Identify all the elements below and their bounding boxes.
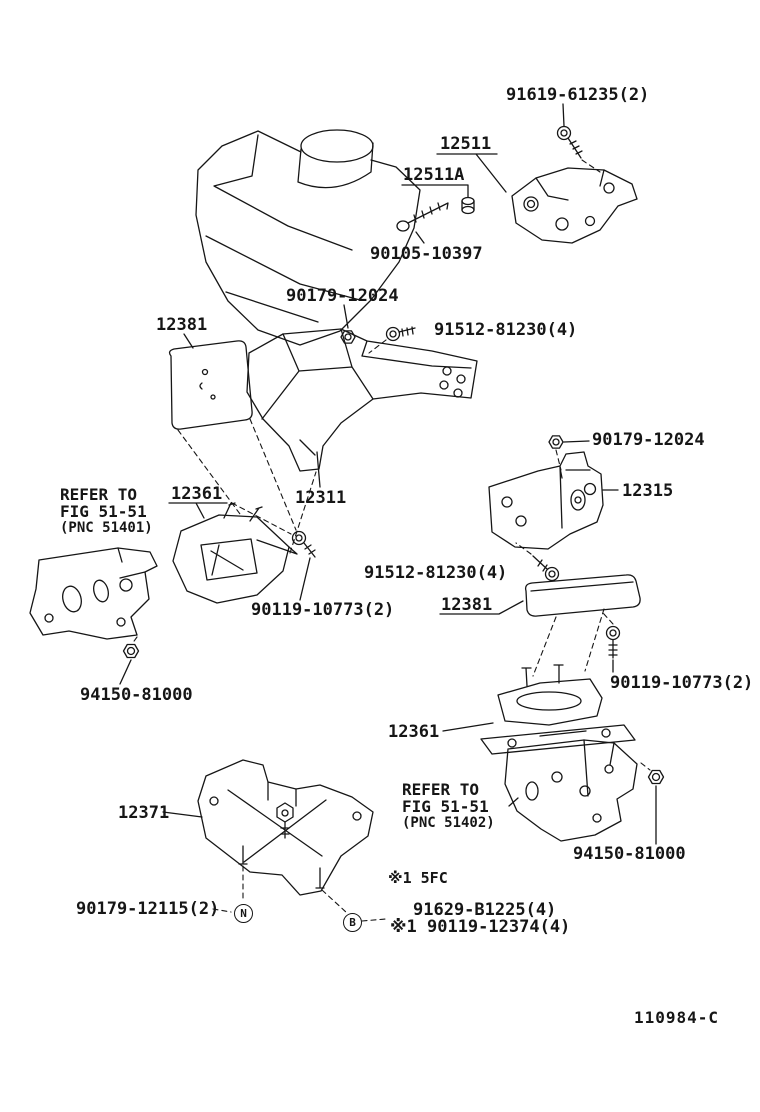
collar-12511a (461, 196, 475, 215)
label-90179-12024-right: 90179-12024 (592, 430, 705, 450)
bolt-90119-right-icon (605, 625, 621, 659)
marker-n-letter: N (240, 907, 247, 920)
plate-12381-lower (524, 574, 641, 617)
bolt-91512-top-icon (385, 326, 416, 342)
label-90119-12374: ※1 90119-12374(4) (390, 917, 571, 937)
refer-51402-line2: FIG 51-51 (402, 797, 489, 816)
refer-51401-line3: (PNC 51401) (60, 520, 153, 536)
label-12511a: 12511A (403, 165, 465, 185)
refer-51402-line1: REFER TO (402, 780, 480, 799)
nut-90179-right-icon (548, 435, 564, 449)
refer-note-51402: REFER TO FIG 51-51 (PNC 51402) (402, 781, 495, 832)
marker-b-circle: B (343, 913, 362, 932)
crossmember-12371 (197, 759, 374, 896)
refer-51401-line2: FIG 51-51 (60, 502, 147, 521)
bracket-12511 (511, 167, 638, 244)
marker-n-circle: N (234, 904, 253, 923)
label-90119-10773-left: 90119-10773(2) (251, 600, 395, 620)
bolt-90119-left-icon (291, 530, 316, 558)
solid-leader-lines (119, 103, 657, 845)
refer-51401-line1: REFER TO (60, 485, 138, 504)
label-12381-mid: 12381 (441, 595, 493, 615)
engine-block (195, 129, 421, 346)
drawing-code: 110984-C (634, 1008, 720, 1027)
label-91619-61235: 91619-61235(2) (506, 85, 650, 105)
label-94150-81000-right: 94150-81000 (573, 844, 686, 864)
bracket-fig51401 (29, 547, 158, 640)
label-12511: 12511 (440, 134, 492, 154)
label-94150-81000-left: 94150-81000 (80, 685, 193, 705)
plate-12381-upper (168, 340, 253, 430)
nut-94150-right-icon (647, 769, 665, 785)
bolt-91512-mid-icon (532, 555, 560, 582)
bolt-91619-icon (556, 125, 583, 159)
mount-base-plate (480, 724, 636, 755)
refer-note-51401: REFER TO FIG 51-51 (PNC 51401) (60, 486, 153, 537)
note-5fc: ※1 5FC (388, 869, 448, 887)
label-90179-12024-top: 90179-12024 (286, 286, 399, 306)
bracket-fig51402 (504, 739, 638, 842)
bracket-12311 (246, 328, 478, 472)
label-91629-b1225: 91629-B1225(4) (413, 900, 557, 920)
label-12361-bottom: 12361 (388, 722, 440, 742)
mount-12361-lower (497, 664, 603, 726)
label-12361-top: 12361 (171, 484, 223, 504)
label-12311: 12311 (295, 488, 347, 508)
dashed-leader-lines (131, 159, 651, 922)
label-91512-81230-top: 91512-81230(4) (434, 320, 578, 340)
label-91512-81230-mid: 91512-81230(4) (364, 563, 508, 583)
label-90119-10773-right: 90119-10773(2) (610, 673, 754, 693)
label-90179-12115: 90179-12115(2) (76, 899, 220, 919)
marker-b-letter: B (349, 916, 356, 929)
label-12381-top: 12381 (156, 315, 208, 335)
label-12371: 12371 (118, 803, 170, 823)
bolt-90105-icon (396, 202, 449, 232)
refer-51402-line3: (PNC 51402) (402, 815, 495, 831)
mount-12361-upper (172, 502, 298, 604)
label-12315: 12315 (622, 481, 674, 501)
nut-90179-top-icon (340, 330, 356, 344)
label-90105-10397: 90105-10397 (370, 244, 483, 264)
nut-94150-left-icon (122, 643, 140, 659)
bracket-12315 (488, 451, 604, 550)
